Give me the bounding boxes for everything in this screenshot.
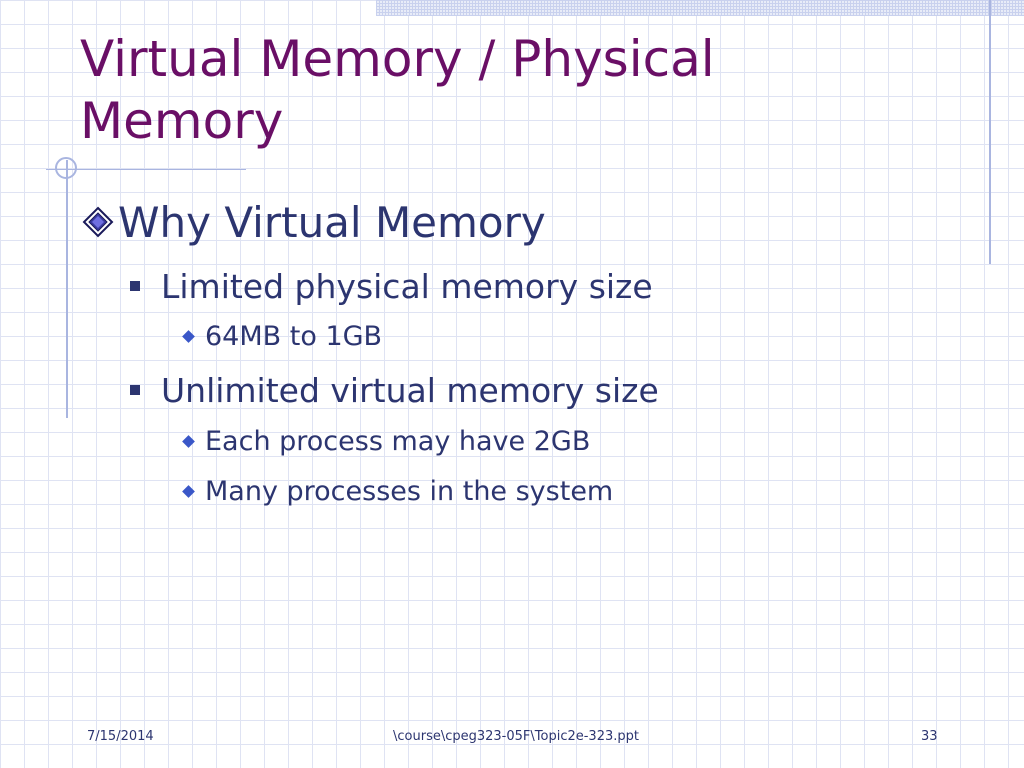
sub-sub-bullet-text: Each process may have 2GB [205, 425, 591, 457]
sub-sub-bullet-text: 64MB to 1GB [205, 320, 383, 352]
sub-bullet-text: Unlimited virtual memory size [161, 370, 659, 410]
crosshair-circle-icon [55, 157, 77, 179]
sub-sub-bullet-many-processes: Many processes in the system [182, 473, 614, 509]
left-vertical-rule [66, 160, 68, 418]
slide-title-line-2: Memory [80, 92, 284, 150]
square-icon [130, 281, 140, 291]
sub-bullet-text: Limited physical memory size [161, 266, 653, 306]
small-diamond-icon [182, 434, 195, 448]
square-icon [130, 385, 140, 395]
footer-date: 7/15/2014 [87, 729, 154, 744]
sub-bullet-unlimited-virtual: Unlimited virtual memory size [130, 368, 659, 412]
footer-file-path: \course\cpeg323-05F\Topic2e-323.ppt [393, 729, 639, 744]
small-diamond-icon [182, 329, 195, 343]
bullet-text: Why Virtual Memory [118, 197, 546, 247]
sub-sub-bullet-each-process: Each process may have 2GB [182, 423, 591, 459]
bullet-why-virtual-memory: Why Virtual Memory [78, 192, 546, 252]
sub-sub-bullet-text: Many processes in the system [205, 475, 614, 507]
small-diamond-icon [182, 484, 195, 498]
slide-title-line-1: Virtual Memory / Physical [80, 30, 715, 88]
footer-page-number: 33 [921, 729, 938, 744]
sub-bullet-limited-physical: Limited physical memory size [130, 264, 653, 308]
right-vertical-rule [989, 0, 991, 264]
title-underline-rule [46, 169, 246, 170]
slide-title: Virtual Memory / Physical Memory [80, 28, 715, 152]
header-pattern-band [376, 0, 1024, 16]
sub-sub-bullet-64mb: 64MB to 1GB [182, 318, 383, 354]
diamond-icon [82, 206, 114, 238]
